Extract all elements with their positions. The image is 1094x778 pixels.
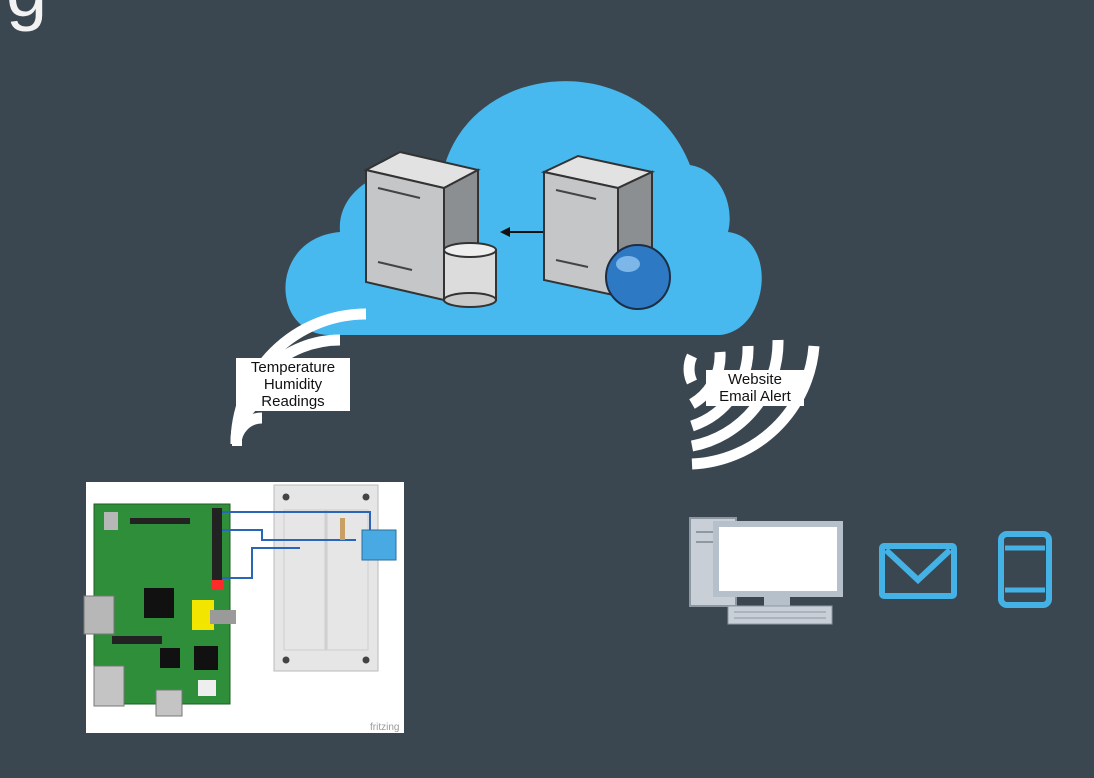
raspberry-pi-board	[83, 482, 404, 733]
database-server-icon	[363, 150, 497, 308]
corner-glyph: g	[6, 0, 47, 28]
cloud-icon	[285, 81, 762, 336]
alerts-label: Website Email Alert	[706, 370, 804, 406]
readings-label: Temperature Humidity Readings	[236, 358, 350, 411]
alerts-label-line: Website	[728, 371, 782, 388]
data-flow-arrow	[500, 227, 544, 237]
fritzing-credit: fritzing	[370, 722, 400, 733]
readings-label-line: Humidity	[263, 376, 323, 393]
readings-label-line: Temperature	[250, 359, 336, 376]
smartphone-icon	[998, 531, 1052, 608]
email-icon	[879, 543, 957, 599]
readings-label-line: Readings	[261, 393, 325, 410]
desktop-computer-icon	[689, 517, 843, 625]
alerts-label-line: Email Alert	[719, 388, 791, 405]
web-server-icon	[540, 154, 671, 310]
